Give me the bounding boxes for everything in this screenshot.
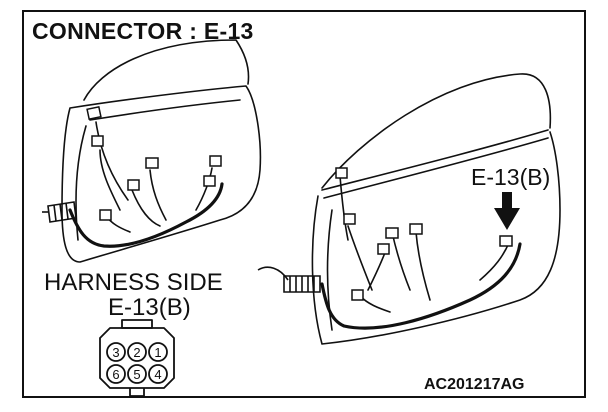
callout-arrow bbox=[494, 192, 520, 230]
left-harness-branches bbox=[95, 121, 213, 233]
terminal-3: 3 bbox=[112, 345, 119, 360]
left-grommet bbox=[42, 201, 77, 223]
connector-callout-label: E-13(B) bbox=[471, 164, 551, 190]
right-harness bbox=[320, 242, 522, 330]
harness-side-label: HARNESS SIDE bbox=[44, 269, 223, 296]
left-connectors bbox=[86, 105, 222, 221]
connector-face bbox=[99, 319, 175, 397]
diagram-frame bbox=[22, 10, 586, 398]
left-harness bbox=[68, 182, 224, 248]
terminal-4: 4 bbox=[154, 367, 161, 382]
terminal-numbers: 3 2 1 6 5 4 bbox=[112, 345, 161, 382]
figure-code: AC201217AG bbox=[424, 376, 525, 393]
right-connectors bbox=[335, 167, 513, 301]
right-grommet bbox=[257, 266, 321, 293]
terminal-1: 1 bbox=[154, 345, 161, 360]
left-door bbox=[61, 39, 262, 263]
terminal-2: 2 bbox=[133, 345, 140, 360]
connector-title: CONNECTOR : E-13 bbox=[32, 18, 254, 44]
harness-connector-label: E-13(B) bbox=[108, 294, 191, 321]
right-door bbox=[311, 73, 561, 345]
terminal-6: 6 bbox=[112, 367, 119, 382]
terminal-5: 5 bbox=[133, 367, 140, 382]
